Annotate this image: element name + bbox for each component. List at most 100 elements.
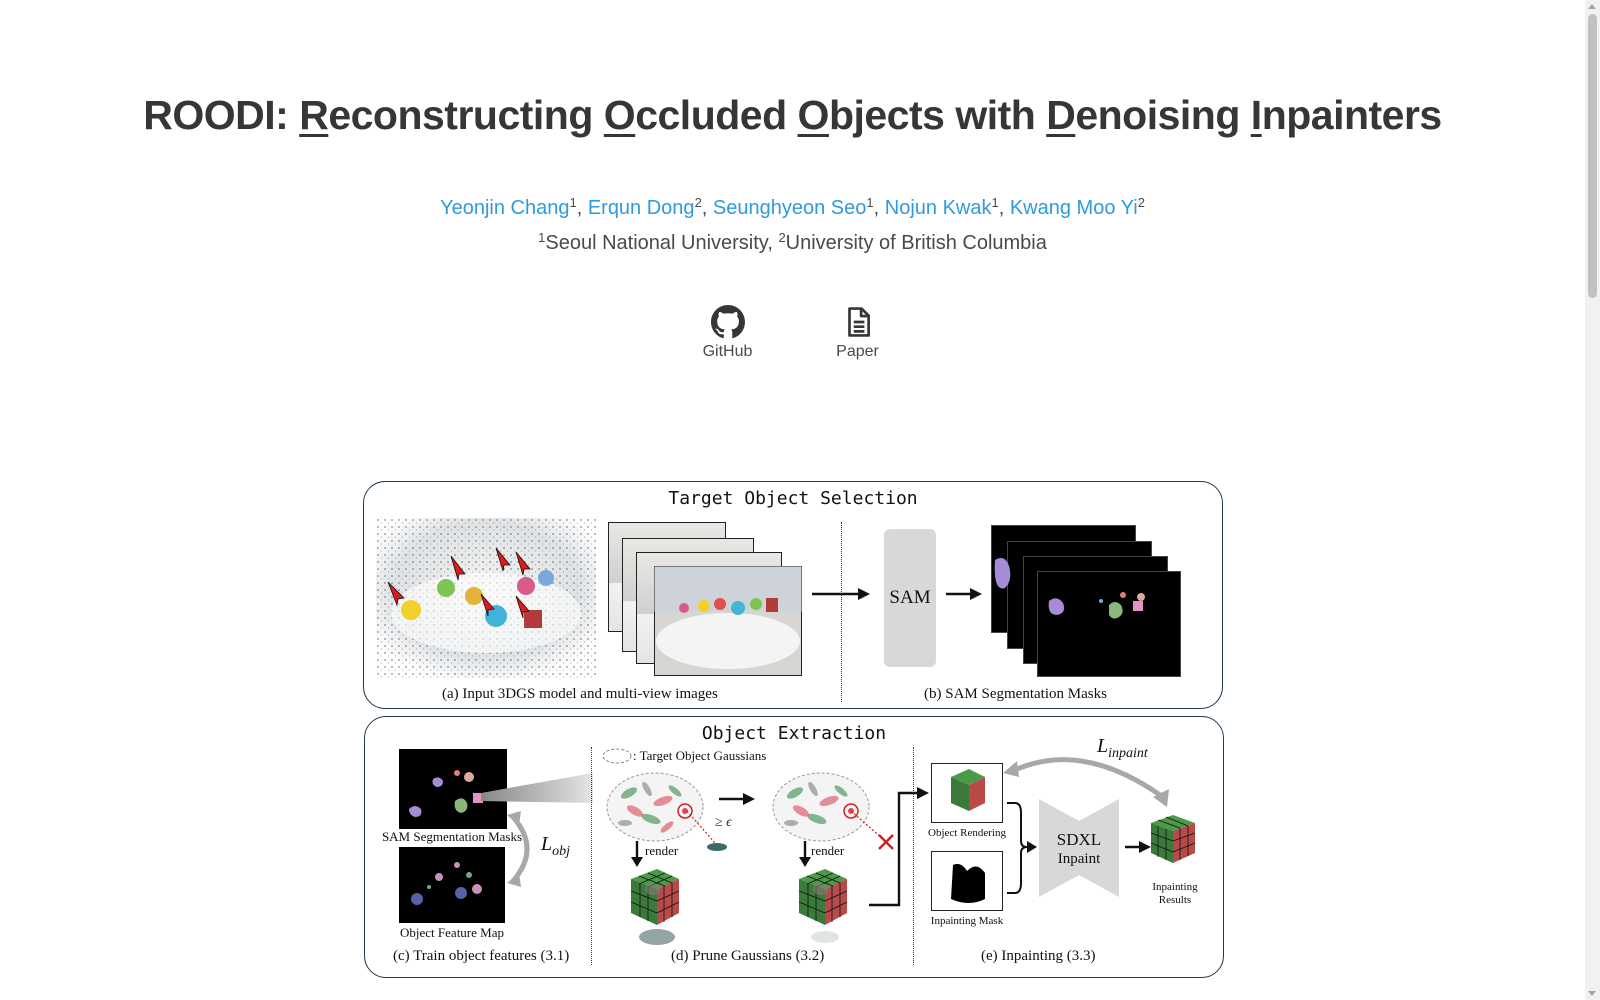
caption-d: (d) Prune Gaussians (3.2) [671, 948, 825, 964]
scroll-up-arrow-icon[interactable] [1588, 4, 1596, 9]
scroll-down-arrow-icon[interactable] [1588, 991, 1596, 996]
title-letter-i: I [1250, 92, 1262, 138]
vertical-scrollbar[interactable] [1585, 0, 1600, 1000]
epsilon-pointer [686, 810, 727, 851]
title-word: ccluded [635, 92, 798, 138]
github-icon [710, 305, 745, 339]
title-word: npainters [1261, 92, 1443, 138]
page-title: ROODI: Reconstructing Occluded Objects w… [0, 92, 1585, 139]
affiliation-ubc: University of British Columbia [785, 232, 1047, 254]
author-link-erqun-dong[interactable]: Erqun Dong [587, 197, 695, 219]
loss-obj-label: Lobj [541, 833, 570, 860]
loss-inpaint-arrow [1003, 757, 1169, 807]
title-lead: ROODI: [143, 92, 300, 138]
author-list: Yeonjin Chang1, Erqun Dong2, Seunghyeon … [0, 195, 1585, 220]
sam-segmentation-mask-image [399, 749, 507, 829]
target-gaussians-legend: : Target Object Gaussians [633, 748, 767, 763]
title-word: bjects with [828, 92, 1047, 138]
loss-subscript: obj [552, 844, 571, 859]
affil-number: 1 [538, 230, 546, 245]
author-separator: , [873, 197, 885, 219]
3dgs-scene-image [376, 518, 596, 678]
inpainting-results-label-1: Inpainting [1152, 881, 1198, 893]
paper-link[interactable]: Paper [822, 305, 894, 361]
author-link-yeonjin-chang[interactable]: Yeonjin Chang [440, 197, 570, 219]
render-label-2: render [811, 843, 845, 858]
panel-divider [913, 747, 914, 965]
loss-symbol: L [541, 833, 553, 855]
panel-title-target-selection: Target Object Selection [668, 488, 918, 509]
resource-links: GitHub Paper [0, 305, 1585, 361]
zoom-wedge-decoration [481, 773, 593, 803]
pruned-cross-icon [850, 810, 894, 850]
inpainting-mask-image [931, 851, 1003, 911]
title-letter-d: D [1046, 92, 1076, 138]
title-word: econstructing [328, 92, 604, 138]
inpainting-result-image [1150, 815, 1196, 863]
panel-divider [591, 747, 592, 965]
render-label-1: render [645, 843, 679, 858]
affil-separator: , [767, 232, 779, 254]
loss-subscript: inpaint [1108, 746, 1148, 761]
method-overview-figure: Target Object Selection [360, 478, 1224, 988]
paper-label: Paper [836, 343, 879, 360]
gaussians-blob-before [606, 772, 704, 842]
author-link-kwang-moo-yi[interactable]: Kwang Moo Yi [1009, 197, 1138, 219]
title-letter-r: R [299, 92, 329, 138]
sam-masks-label: SAM Segmentation Masks [381, 829, 523, 844]
affiliation-snu: Seoul National University [545, 232, 768, 254]
loss-symbol: L [1097, 735, 1109, 757]
sam-mask-4 [1037, 571, 1181, 677]
object-rendering-label: Object Rendering [928, 827, 1006, 839]
author-separator: , [998, 197, 1010, 219]
panel-title-object-extraction: Object Extraction [701, 723, 887, 744]
caption-a: (a) Input 3DGS model and multi-view imag… [442, 686, 718, 702]
arrow-right-icon [812, 588, 870, 600]
affil-number: 2 [778, 230, 786, 245]
document-icon [847, 307, 870, 337]
rendered-cube-after [798, 869, 848, 943]
multi-view-photo-4 [654, 566, 802, 676]
github-label: GitHub [702, 343, 753, 360]
caption-c: (c) Train object features (3.1) [393, 948, 570, 964]
arrow-right-icon [719, 793, 755, 805]
feature-map-label: Object Feature Map [400, 925, 504, 940]
author-separator: , [701, 197, 713, 219]
author-link-nojun-kwak[interactable]: Nojun Kwak [884, 197, 992, 219]
title-letter-o2: O [797, 92, 830, 138]
title-letter-o1: O [603, 92, 636, 138]
panel-divider [841, 522, 842, 702]
sdxl-inpaint-label: Inpaint [1057, 851, 1101, 867]
elbow-arrow-icon [869, 787, 929, 907]
object-feature-map-image [399, 847, 505, 923]
caption-e: (e) Inpainting (3.3) [981, 948, 1096, 964]
affiliation-list: 1Seoul National University, 2University … [0, 230, 1585, 255]
sam-block: SAM [884, 529, 936, 667]
inpainting-mask-label: Inpainting Mask [930, 915, 1004, 927]
caption-b: (b) SAM Segmentation Masks [924, 686, 1107, 702]
author-link-seunghyeon-seo[interactable]: Seunghyeon Seo [712, 197, 867, 219]
title-word: enoising [1075, 92, 1251, 138]
target-selection-panel: Target Object Selection [363, 481, 1223, 709]
arrow-down-icon [799, 841, 811, 867]
author-affil-mark: 2 [1137, 195, 1145, 210]
author-affil-mark: 1 [866, 195, 874, 210]
arrow-right-icon [946, 588, 982, 600]
scroll-thumb[interactable] [1588, 14, 1597, 298]
epsilon-label: ≥ ϵ [715, 815, 732, 830]
double-arrow-icon [507, 811, 530, 887]
author-affil-mark: 1 [991, 195, 999, 210]
dashed-ellipse-icon [602, 748, 632, 764]
inpainting-results-label-2: Results [1158, 894, 1192, 906]
sdxl-inpaint-block [1039, 799, 1119, 897]
gaussians-blob-after [772, 772, 870, 842]
author-separator: , [576, 197, 588, 219]
arrow-down-icon [631, 841, 643, 867]
author-affil-mark: 1 [569, 195, 577, 210]
mask-blob-decoration [994, 558, 1011, 589]
rendered-cube-before [630, 869, 680, 945]
loss-inpaint-label: Linpaint [1097, 735, 1148, 762]
github-link[interactable]: GitHub [692, 305, 764, 361]
object-extraction-panel: Object Extraction [364, 716, 1224, 978]
